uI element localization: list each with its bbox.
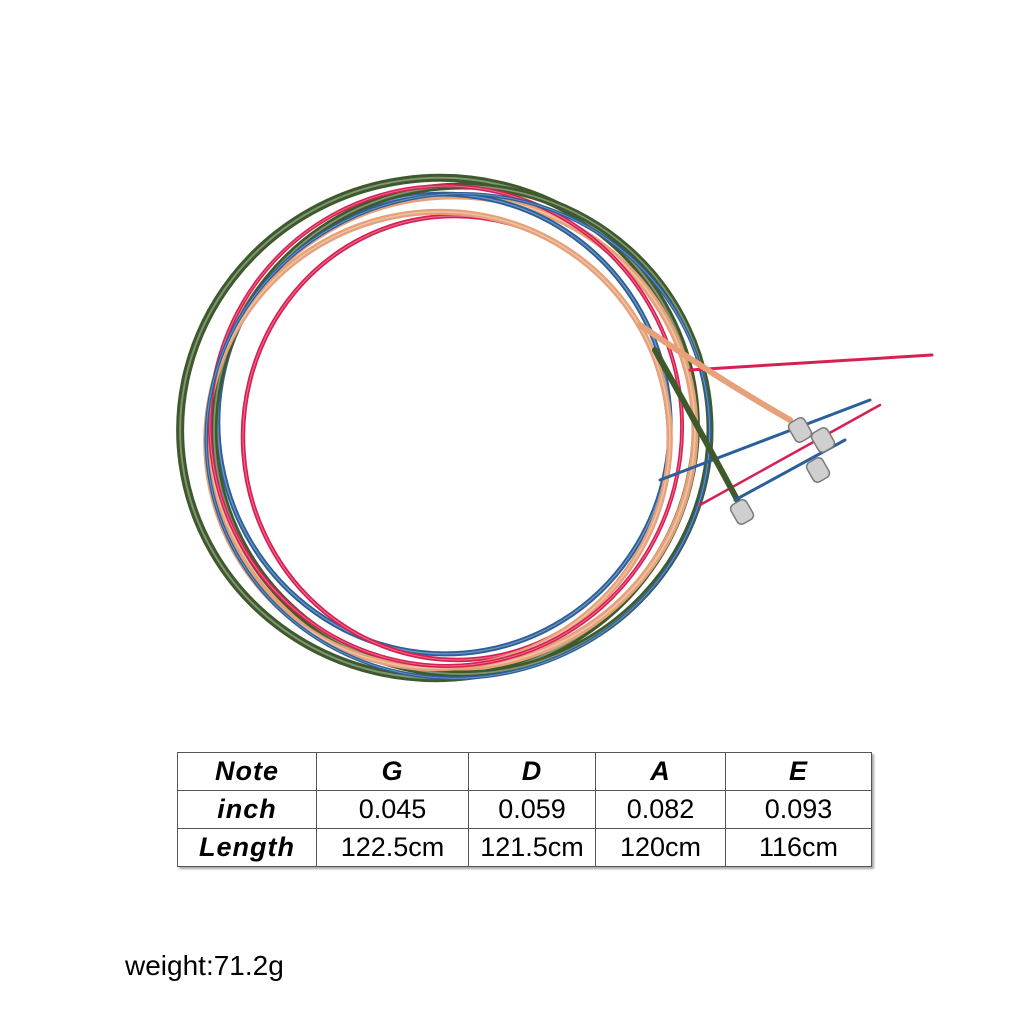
ball-end-2 — [729, 499, 755, 525]
note-d: D — [468, 752, 596, 791]
ball-end-3 — [805, 457, 831, 483]
length-a: 120cm — [595, 828, 726, 867]
note-g: G — [316, 752, 469, 791]
gauge-d: 0.059 — [468, 790, 596, 829]
string-spec-table: Note G D A E inch 0.045 0.059 0.082 0.09… — [177, 752, 872, 867]
gauge-e: 0.093 — [725, 790, 872, 829]
string-coil-highlight-2 — [217, 193, 671, 655]
gauge-row: inch 0.045 0.059 0.082 0.093 — [177, 790, 872, 829]
string-tail-3 — [637, 322, 793, 423]
string-coil-highlight-7 — [205, 193, 711, 679]
guitar-strings-photo — [176, 173, 934, 683]
string-tail-1 — [658, 398, 872, 482]
weight-text: weight:71.2g — [125, 950, 284, 981]
gauge-g: 0.045 — [316, 790, 469, 829]
note-row: Note G D A E — [177, 752, 872, 791]
length-row: Length 122.5cm 121.5cm 120cm 116cm — [177, 828, 872, 867]
note-a: A — [595, 752, 726, 791]
string-coil-7 — [204, 192, 712, 680]
string-tail-4 — [652, 347, 743, 508]
gauge-label: inch — [177, 790, 317, 829]
note-e: E — [725, 752, 872, 791]
length-g: 122.5cm — [316, 828, 469, 867]
length-d: 121.5cm — [468, 828, 596, 867]
string-tail-0 — [688, 353, 934, 372]
length-e: 116cm — [725, 828, 872, 867]
gauge-a: 0.082 — [595, 790, 726, 829]
string-coil-2 — [215, 191, 673, 657]
string-coil-highlight-0 — [179, 176, 697, 680]
string-coil-0 — [176, 173, 700, 683]
length-label: Length — [177, 828, 317, 867]
note-label: Note — [177, 752, 317, 791]
ball-end-0 — [787, 417, 813, 443]
ball-end-1 — [810, 427, 836, 453]
